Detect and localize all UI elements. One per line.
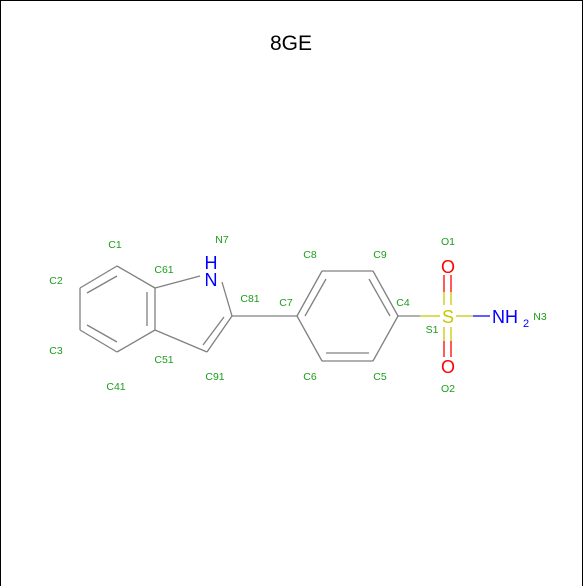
diagram-title: 8GE	[270, 32, 312, 55]
sulfur-s1-symbol: S	[442, 307, 454, 327]
atom-label-c1: C1	[108, 239, 122, 251]
atom-label-c4: C4	[396, 297, 410, 309]
atom-label-c9: C9	[373, 249, 387, 261]
bond-lines	[79, 265, 420, 362]
atom-label-n3: N3	[533, 311, 547, 323]
sulfonyl-bond-lines	[420, 275, 490, 357]
atom-label-c41: C41	[106, 381, 125, 393]
bond-c7-c8-inner	[304, 278, 327, 317]
amine-n3-subscript: 2	[523, 318, 529, 330]
bond-c4-c5	[372, 315, 399, 362]
nitrogen-n7-symbol: N	[205, 270, 218, 290]
bond-c41-c51	[116, 329, 156, 353]
bond-c1-c2	[79, 265, 118, 289]
atom-label-s1: S1	[426, 324, 439, 336]
bond-c1-c2-inner	[86, 275, 118, 294]
atom-label-c91: C91	[205, 371, 224, 383]
bond-c3-c41	[79, 329, 118, 353]
atom-label-c81: C81	[240, 293, 259, 305]
nitrogen-n7-hydrogen: H	[205, 253, 218, 273]
bond-c7-c8	[296, 270, 323, 317]
atom-label-c61: C61	[154, 264, 173, 276]
amine-n3-symbol: NH	[492, 307, 518, 327]
bond-c3-c41-inner	[86, 324, 118, 343]
bond-c9-c4-inner	[368, 278, 391, 317]
oxygen-o1-symbol: O	[441, 257, 455, 277]
atom-label-c3: C3	[49, 345, 63, 357]
atom-label-c6: C6	[303, 371, 317, 383]
bond-c9-c4	[372, 270, 399, 317]
bond-n7-c81	[221, 281, 233, 317]
atom-label-c7: C7	[279, 297, 293, 309]
bond-c6-c7	[296, 315, 323, 362]
bond-c61-n7	[154, 275, 201, 289]
bond-c81-c91-inner	[202, 316, 225, 346]
bond-c1-c61	[116, 265, 156, 289]
atom-label-c8: C8	[303, 249, 317, 261]
atom-label-c51: C51	[154, 354, 173, 366]
oxygen-o2-symbol: O	[441, 357, 455, 377]
bond-c91-c51	[154, 329, 208, 353]
atom-label-o1: O1	[441, 236, 455, 248]
atom-labels: C1 C2 C3 C41 C51 C61 N7 C81 C91 C7 C8 C9…	[49, 234, 547, 395]
atom-label-c2: C2	[49, 275, 63, 287]
atom-label-o2: O2	[441, 383, 455, 395]
atom-label-c5: C5	[373, 371, 387, 383]
bond-c81-c91	[206, 315, 233, 353]
atom-label-n7: N7	[215, 234, 229, 246]
